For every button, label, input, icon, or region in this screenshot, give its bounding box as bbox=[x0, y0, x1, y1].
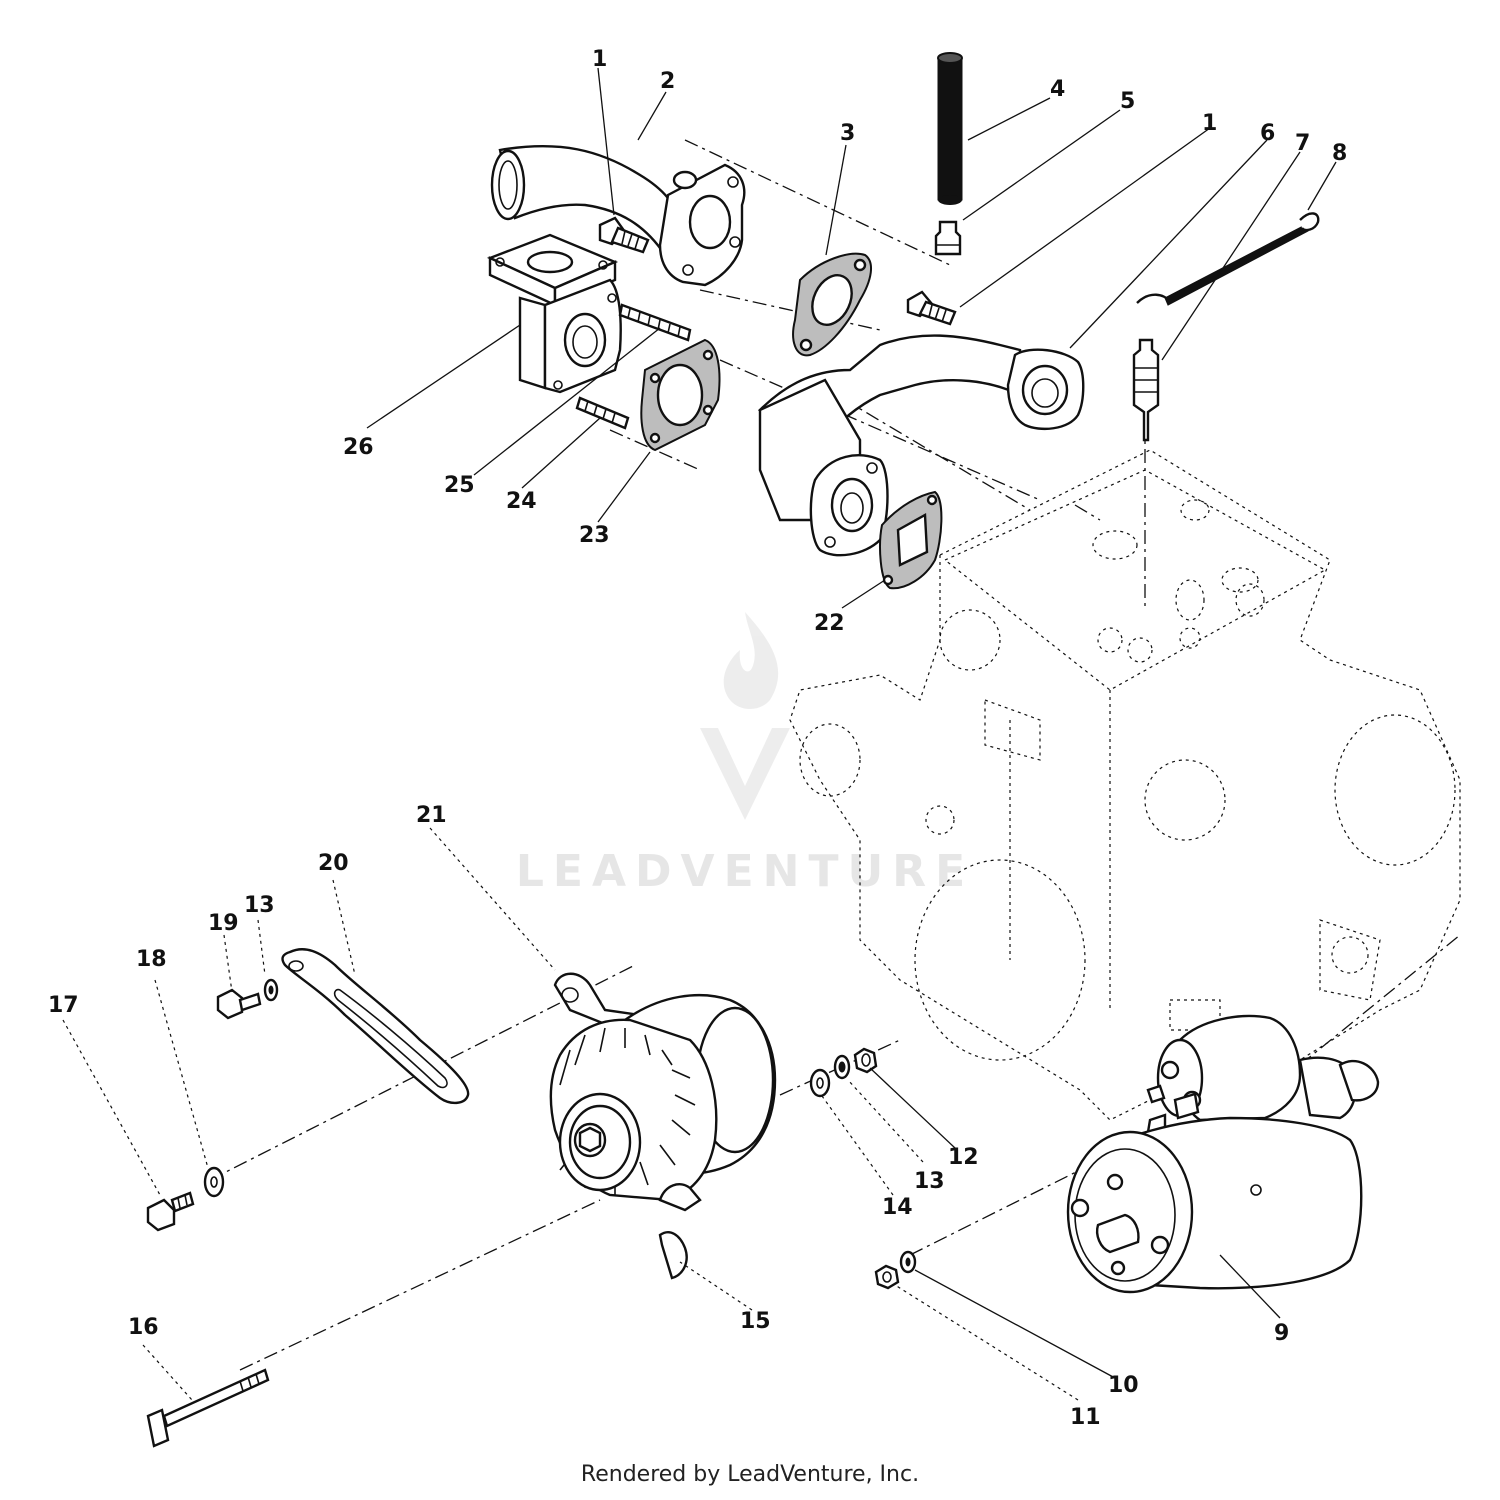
part-17-bolt bbox=[146, 1191, 195, 1232]
part-12-nut bbox=[853, 1047, 878, 1074]
part-22-gasket bbox=[879, 490, 943, 590]
part-3-gasket bbox=[792, 252, 872, 357]
engine-block bbox=[789, 449, 1461, 1121]
part-7-glow-plug bbox=[1132, 338, 1160, 442]
part-5-fitting bbox=[934, 220, 962, 256]
part-6-exhaust-manifold bbox=[757, 334, 1085, 557]
callout-14: 14 bbox=[882, 1195, 913, 1220]
callout-23: 23 bbox=[579, 523, 610, 548]
callout-5: 5 bbox=[1120, 89, 1135, 114]
part-1-bolt-upper-left bbox=[598, 216, 650, 254]
part-4-hose bbox=[937, 52, 963, 205]
callout-15: 15 bbox=[740, 1309, 771, 1334]
part-13-lock-washer-lower bbox=[833, 1054, 851, 1080]
part-15-clip bbox=[658, 1231, 688, 1280]
callout-22: 22 bbox=[814, 611, 845, 636]
callout-21: 21 bbox=[416, 803, 447, 828]
part-23-gasket bbox=[640, 338, 721, 452]
callout-12: 12 bbox=[948, 1145, 979, 1170]
callout-13-lower: 13 bbox=[914, 1169, 945, 1194]
callout-10: 10 bbox=[1108, 1373, 1139, 1398]
part-8-wire bbox=[1136, 212, 1320, 306]
callout-11: 11 bbox=[1070, 1405, 1101, 1430]
part-25-stud bbox=[618, 303, 692, 342]
watermark-text: LEADVENTURE bbox=[516, 846, 974, 897]
callout-17: 17 bbox=[48, 993, 79, 1018]
callout-labels: 1 2 3 4 5 1 6 7 8 26 25 24 23 22 21 20 1… bbox=[48, 47, 1347, 1430]
part-2-water-outlet-elbow bbox=[490, 145, 746, 287]
callout-20: 20 bbox=[318, 851, 349, 876]
watermark-flame-icon bbox=[723, 612, 779, 709]
part-16-long-bolt bbox=[146, 1368, 270, 1448]
callout-7: 7 bbox=[1295, 131, 1310, 156]
footer-credit: Rendered by LeadVenture, Inc. bbox=[580, 1462, 920, 1487]
part-20-adjusting-bracket bbox=[281, 948, 470, 1105]
part-14-washer bbox=[809, 1068, 831, 1098]
callout-1-right: 1 bbox=[1202, 111, 1217, 136]
part-13-lock-washer-upper bbox=[263, 978, 279, 1002]
part-26-adapter-block bbox=[486, 233, 622, 394]
callout-9: 9 bbox=[1274, 1321, 1289, 1346]
part-21-alternator bbox=[549, 972, 777, 1212]
part-11-nut bbox=[874, 1264, 900, 1290]
callout-2: 2 bbox=[660, 69, 675, 94]
watermark-v-icon bbox=[700, 728, 790, 820]
part-1-bolt-right bbox=[906, 290, 957, 326]
callout-18: 18 bbox=[136, 947, 167, 972]
callout-25: 25 bbox=[444, 473, 475, 498]
part-10-lock-washer bbox=[899, 1250, 917, 1274]
watermark: LEADVENTURE bbox=[516, 612, 974, 897]
callout-26: 26 bbox=[343, 435, 374, 460]
part-18-washer bbox=[203, 1166, 225, 1198]
callout-24: 24 bbox=[506, 489, 537, 514]
part-24-stud bbox=[575, 396, 630, 430]
part-9-starter-motor bbox=[1066, 1014, 1380, 1294]
leader-lines bbox=[62, 67, 1337, 1401]
callout-19: 19 bbox=[208, 911, 239, 936]
callout-6: 6 bbox=[1260, 121, 1275, 146]
callout-3: 3 bbox=[840, 121, 855, 146]
callout-13-upper: 13 bbox=[244, 893, 275, 918]
part-19-bolt bbox=[216, 988, 262, 1020]
callout-4: 4 bbox=[1050, 77, 1065, 102]
callout-16: 16 bbox=[128, 1315, 159, 1340]
callout-1-upper-left: 1 bbox=[592, 47, 607, 72]
callout-8: 8 bbox=[1332, 141, 1347, 166]
